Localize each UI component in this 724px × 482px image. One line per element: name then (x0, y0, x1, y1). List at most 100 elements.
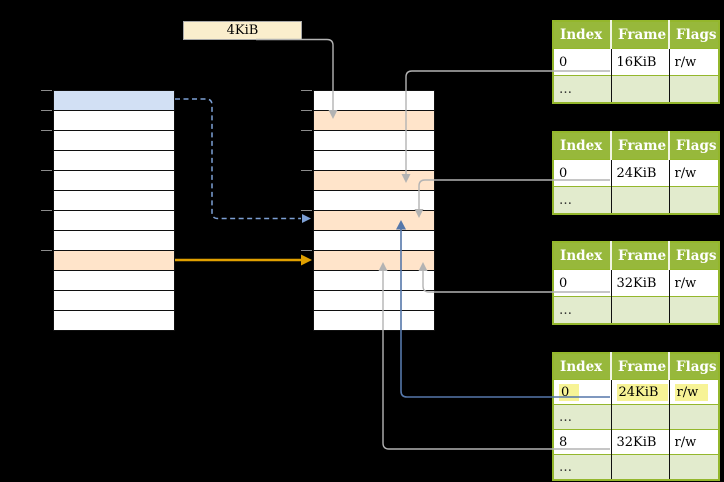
address-tick (41, 250, 52, 251)
page-table-cell: 24KiB (610, 159, 669, 187)
page-table-cell (668, 75, 719, 103)
address-tick (41, 130, 52, 131)
address-tick (301, 250, 312, 251)
highlighted-value: 24KiB (616, 383, 669, 401)
page-table-cell (610, 404, 669, 430)
memory-cell-orange (314, 251, 434, 271)
page-table-cell: r/w (668, 159, 719, 187)
virtual-memory-column (53, 90, 175, 331)
page-table-cell (610, 296, 669, 324)
highlighted-value: 0 (559, 383, 580, 401)
memory-cell-orange (314, 171, 434, 191)
page-table-header-cell: Frame (610, 132, 669, 160)
highlighted-value: r/w (674, 383, 709, 401)
page-table-header-cell: Index (553, 132, 611, 160)
page-table-cell (610, 454, 669, 480)
page-table-cell: 0 (553, 159, 611, 187)
page-table-row: … (553, 296, 719, 324)
page-table-cell (668, 296, 719, 324)
page-table-header-cell: Frame (610, 21, 669, 49)
memory-cell-white (54, 171, 174, 191)
memory-cell-orange (314, 111, 434, 131)
arrow-virtual-to-frame-gold (175, 254, 312, 266)
page-table-cell: … (553, 404, 611, 430)
address-tick (301, 110, 312, 111)
page-table-cell: 0 (553, 269, 611, 297)
memory-cell-white (314, 291, 434, 311)
arrow-virtual-to-frame-dashed (175, 98, 311, 223)
page-table-row: … (553, 454, 719, 480)
address-tick (41, 90, 52, 91)
page-table-cell: r/w (668, 429, 719, 455)
physical-memory-column (313, 90, 435, 331)
memory-cell-orange (54, 251, 174, 271)
page-table-cell: … (553, 454, 611, 480)
memory-cell-orange (314, 211, 434, 231)
page-table-cell: … (553, 75, 611, 103)
page-table-cell: 0 (553, 379, 611, 405)
page-table-cell: 8 (553, 429, 611, 455)
memory-cell-white (314, 131, 434, 151)
memory-cell-white (314, 311, 434, 330)
page-table-cell (668, 404, 719, 430)
address-tick (301, 90, 312, 91)
page-table-header-cell: Flags (668, 132, 719, 160)
address-tick (301, 210, 312, 211)
page-table-cell (610, 186, 669, 214)
page-table-cell: 32KiB (610, 429, 669, 455)
memory-cell-white (54, 131, 174, 151)
address-tick (301, 170, 312, 171)
address-tick (41, 110, 52, 111)
page-table-cell (668, 186, 719, 214)
page-table-header-cell: Flags (668, 242, 719, 270)
memory-cell-white (54, 231, 174, 251)
page-table-header-cell: Flags (668, 353, 719, 380)
page-table-cell: r/w (668, 379, 719, 405)
address-tick (41, 170, 52, 171)
page-table-cell: … (553, 186, 611, 214)
memory-cell-white (54, 191, 174, 211)
page-table-cell: 32KiB (610, 269, 669, 297)
memory-cell-white (54, 291, 174, 311)
page-table-header-cell: Index (553, 21, 611, 49)
page-table-cell (610, 75, 669, 103)
memory-cell-white (314, 271, 434, 291)
page-table-cell: 24KiB (610, 379, 669, 405)
address-tick (301, 130, 312, 131)
page-table-row: … (553, 75, 719, 103)
memory-cell-white (54, 111, 174, 131)
memory-cell-white (314, 231, 434, 251)
memory-cell-white (314, 191, 434, 211)
page-table-header-cell: Flags (668, 21, 719, 49)
page-size-label: 4KiB (183, 21, 302, 40)
memory-cell-white (54, 271, 174, 291)
address-tick (41, 210, 52, 211)
memory-cell-white (54, 311, 174, 330)
page-table-header-cell: Index (553, 353, 611, 380)
page-table-header-cell: Index (553, 242, 611, 270)
memory-cell-white (314, 151, 434, 171)
memory-cell-white (314, 91, 434, 111)
page-table-row: 0 24KiB r/w (553, 379, 719, 405)
page-table-cell: r/w (668, 48, 719, 76)
memory-cell-white (54, 151, 174, 171)
page-table-header-cell: Frame (610, 242, 669, 270)
page-table-cell (668, 454, 719, 480)
page-table-row: … (553, 404, 719, 430)
page-table-header-cell: Frame (610, 353, 669, 380)
page-table-cell: 16KiB (610, 48, 669, 76)
page-table-cell: … (553, 296, 611, 324)
memory-cell-white (54, 211, 174, 231)
